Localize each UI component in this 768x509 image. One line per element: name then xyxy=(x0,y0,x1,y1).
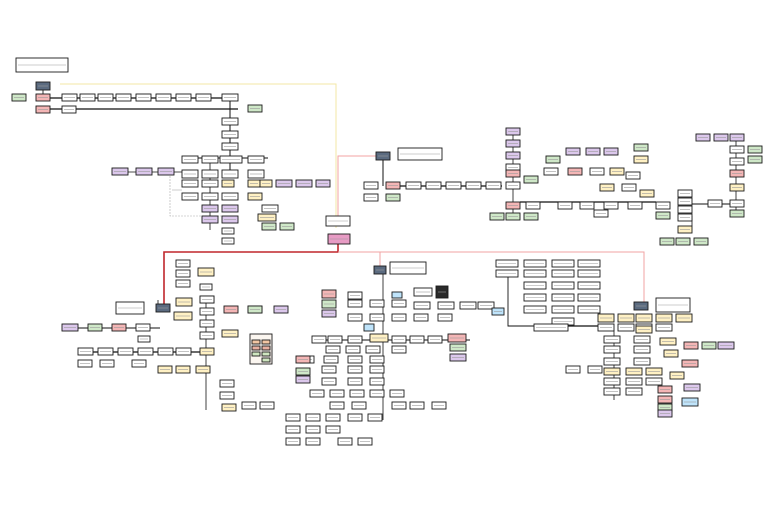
flow-node-163 xyxy=(261,345,271,351)
flow-node-183 xyxy=(363,323,375,332)
flow-node-164 xyxy=(251,351,261,357)
flow-node-166 xyxy=(261,357,271,363)
node-layer xyxy=(11,57,763,446)
connector-line xyxy=(163,244,339,310)
connector-line xyxy=(60,83,337,228)
connector-line xyxy=(169,176,222,217)
connector-line xyxy=(337,155,378,220)
flow-node-161 xyxy=(261,339,271,345)
flow-node-171 xyxy=(391,291,403,299)
flow-node-160 xyxy=(251,339,261,345)
connector-line xyxy=(338,251,645,302)
flow-node-165 xyxy=(261,351,271,357)
flow-node-162 xyxy=(251,345,261,351)
